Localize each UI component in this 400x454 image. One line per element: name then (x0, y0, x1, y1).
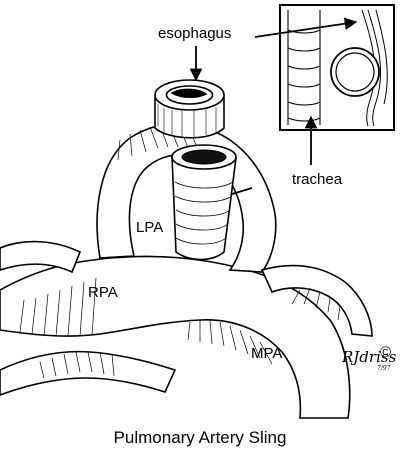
trachea-leader-line (231, 187, 253, 195)
inset-cross-section (279, 4, 395, 131)
label-mpa: MPA (251, 345, 282, 362)
label-esophagus: esophagus (158, 25, 231, 42)
artist-signature: RJdriss (341, 348, 397, 366)
inset-esophagus-arrow (254, 17, 358, 38)
figure-caption: Pulmonary Artery Sling (114, 428, 287, 447)
copyright-symbol: © (380, 344, 391, 361)
leader-lines (189, 17, 358, 195)
vessel-hatching (19, 125, 341, 379)
rpa-upper-branch (0, 240, 82, 274)
label-trachea: trachea (292, 171, 343, 188)
label-lpa: LPA (136, 219, 163, 236)
rpa-lower-branch (0, 350, 177, 396)
rpa-mpa-vessel (0, 255, 351, 419)
esophagus-structure (154, 79, 225, 139)
right-vessel (260, 264, 373, 337)
trachea-structure (171, 144, 237, 261)
label-rpa: RPA (88, 284, 118, 301)
signature-date: 7/97 (377, 365, 391, 372)
